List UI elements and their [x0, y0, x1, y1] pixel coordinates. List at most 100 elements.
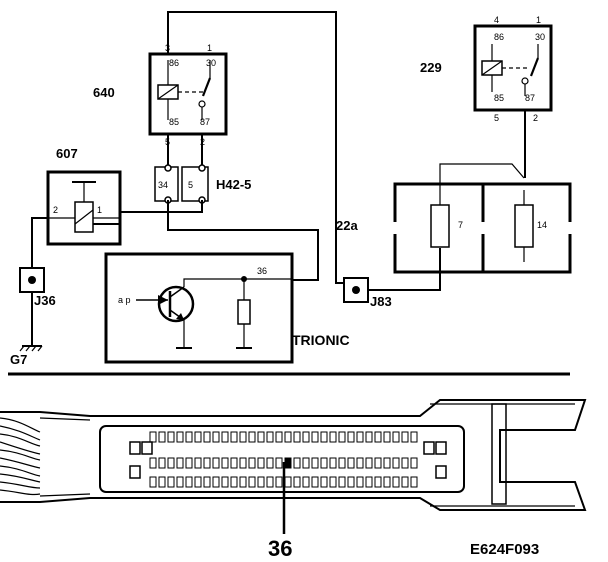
connector-pin: [167, 457, 175, 469]
connector-pin: [338, 476, 346, 488]
connector-pin: [149, 431, 157, 443]
connector-pin: [212, 431, 220, 443]
component-607: 607 2 1: [46, 146, 122, 246]
ground-j83-label: J83: [370, 294, 392, 309]
connector-pin: [356, 457, 364, 469]
connector-pin: [320, 476, 328, 488]
component-607-box: [46, 170, 122, 246]
connector-pin: [176, 457, 184, 469]
pin-36-callout: 36: [268, 536, 292, 561]
wire-h42-to-trionic: [167, 200, 319, 281]
relay-229-label: 229: [420, 60, 442, 75]
connector-pin: [383, 431, 391, 443]
connector-key: [423, 441, 435, 455]
connector-pin: [410, 457, 418, 469]
connector-pin: [239, 457, 247, 469]
component-607-label: 607: [56, 146, 78, 161]
connector-pin: [158, 431, 166, 443]
connector-pin: [239, 476, 247, 488]
connector-pin: [176, 476, 184, 488]
connector-pin: [293, 457, 301, 469]
connector-pin: [158, 476, 166, 488]
fuse-box-label: 22a: [336, 218, 358, 233]
relay-229-pin-85: 85: [494, 93, 504, 103]
connector-h42-label: H42-5: [216, 177, 251, 192]
wire-640-pin3-to-j83: [167, 11, 352, 284]
connector-key: [435, 465, 447, 479]
trionic-resistor: [237, 299, 251, 325]
connector-pin: [185, 431, 193, 443]
relay-229-pin-2: 2: [533, 113, 538, 123]
connector-pin: [221, 457, 229, 469]
connector-face: [99, 425, 465, 493]
connector-pin: [167, 431, 175, 443]
h42-pin-5: 5: [188, 180, 193, 190]
relay-229-box: [473, 24, 553, 112]
connector-pin: [248, 476, 256, 488]
connector-pin-grid: [129, 431, 447, 488]
relay-640-switch: [201, 77, 212, 97]
relay-640-label: 640: [93, 85, 115, 100]
connector-pin: [401, 476, 409, 488]
connector-pin: [392, 457, 400, 469]
connector-pin: [311, 431, 319, 443]
connector-pin: [203, 476, 211, 488]
component-607-pin-2: 2: [53, 205, 58, 215]
connector-pin: [410, 431, 418, 443]
connector-pin: [374, 476, 382, 488]
connector-h42-5: 34 5 H42-5: [154, 164, 251, 204]
trionic-ecu: TRIONIC 36 a p: [104, 252, 350, 364]
relay-640-pin-86: 86: [169, 58, 179, 68]
connector-pin: [383, 476, 391, 488]
connector-pin: [320, 431, 328, 443]
fuse-7-label: 7: [458, 220, 463, 230]
h42-pin-34: 34: [158, 180, 168, 190]
connector-pin: [203, 457, 211, 469]
connector-pin: [293, 431, 301, 443]
connector-pin: [356, 431, 364, 443]
connector-pin: [347, 476, 355, 488]
connector-pin: [257, 431, 265, 443]
relay-640: 640 3 1 86 30 85 87 5 2: [93, 43, 228, 147]
connector-pin: [149, 457, 157, 469]
connector-pin: [185, 476, 193, 488]
connector-pin: [275, 457, 283, 469]
connector-pin: [320, 457, 328, 469]
connector-pin: [239, 431, 247, 443]
connector-pin: [374, 431, 382, 443]
wire-607-to-j36: [31, 217, 48, 270]
connector-pin: [230, 431, 238, 443]
ground-j83: J83: [343, 277, 392, 309]
connector-key: [141, 441, 153, 455]
connector-pin: [257, 476, 265, 488]
figure-code: E624F093: [470, 541, 539, 558]
relay-229: 229 4 1 86 30 85 87 5 2: [420, 15, 553, 123]
wire-j83-to-fuse7: [368, 248, 441, 291]
connector-key: [129, 465, 141, 479]
connector-pin: [329, 476, 337, 488]
connector-pin: [257, 457, 265, 469]
ground-j36: J36: [19, 267, 56, 308]
connector-pin: [338, 457, 346, 469]
connector-pin: [401, 457, 409, 469]
connector-pin: [266, 457, 274, 469]
relay-229-pin-4: 4: [494, 15, 499, 25]
relay-229-pin-87: 87: [525, 93, 535, 103]
connector-pin: [230, 476, 238, 488]
relay-229-pin-1: 1: [536, 15, 541, 25]
trionic-label: TRIONIC: [292, 332, 350, 348]
relay-640-pin-1: 1: [207, 43, 212, 53]
connector-pin: [176, 431, 184, 443]
connector-pin: [410, 476, 418, 488]
connector-pin: [212, 476, 220, 488]
ground-j36-label: J36: [34, 293, 56, 308]
connector-pin: [158, 457, 166, 469]
connector-pin: [401, 431, 409, 443]
connector-pin: [311, 457, 319, 469]
connector-pin: [347, 431, 355, 443]
connector-pin: [302, 431, 310, 443]
fuse-7: [430, 204, 450, 248]
relay-640-pin-30: 30: [206, 58, 216, 68]
connector-pin: [302, 476, 310, 488]
ground-g7: G7: [10, 345, 43, 367]
